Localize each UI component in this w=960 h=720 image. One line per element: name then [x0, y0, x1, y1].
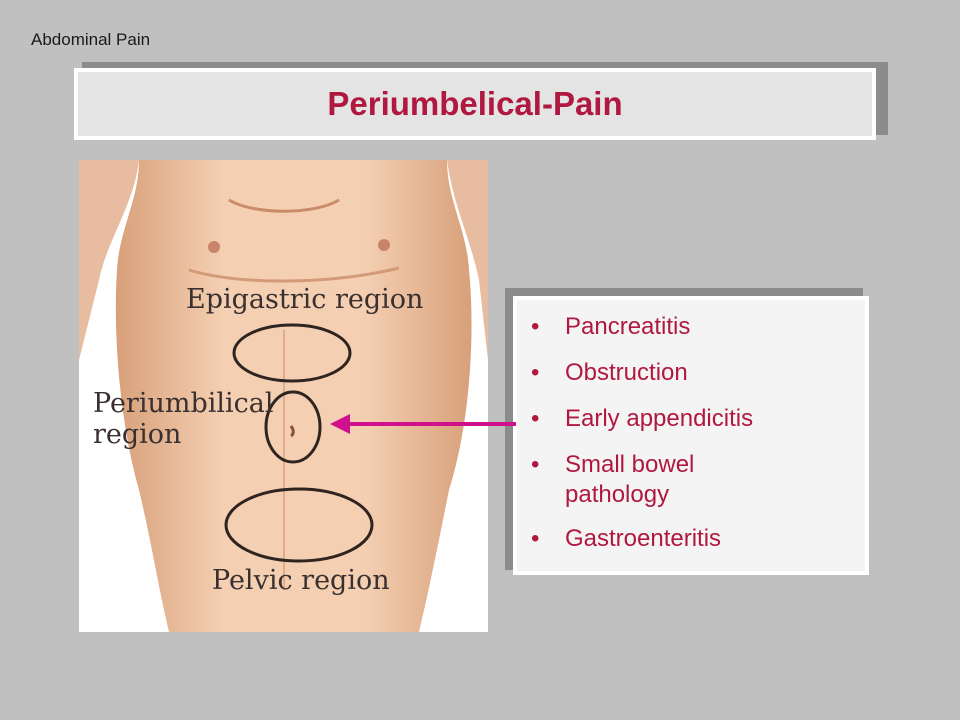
- list-item: • Early appendicitis: [517, 404, 865, 434]
- periumbilical-label-line1: Periumbilical: [93, 388, 274, 419]
- chest-line: [188, 266, 400, 283]
- epigastric-label-text: Epigastric region: [186, 284, 424, 315]
- slide-title: Periumbelical-Pain: [327, 85, 623, 122]
- pelvic-circle: [224, 487, 374, 563]
- causes-box: • Pancreatitis • Obstruction • Early append…: [513, 296, 869, 575]
- periumbilical-label: Periumbilical region: [93, 388, 274, 450]
- list-item-text: Pancreatitis: [565, 313, 691, 340]
- collarbone-line: [228, 198, 340, 213]
- title-inner: Periumbelical-Pain: [78, 72, 872, 136]
- bullet-icon: •: [531, 405, 540, 432]
- periumbilical-label-line2: region: [93, 419, 182, 450]
- causes-list: • Pancreatitis • Obstruction • Early append…: [517, 312, 865, 554]
- causes-inner: • Pancreatitis • Obstruction • Early append…: [517, 300, 865, 571]
- periumbilical-circle: [264, 390, 322, 464]
- pelvic-label-text: Pelvic region: [212, 565, 390, 596]
- slide-header-label: Abdominal Pain: [31, 30, 151, 49]
- left-nipple: [208, 241, 220, 253]
- torso-drawing: [79, 160, 488, 632]
- list-item: • Pancreatitis: [517, 312, 865, 342]
- list-item-text: Small bowel pathology: [565, 451, 695, 508]
- left-arm: [79, 160, 139, 360]
- list-item-text: Obstruction: [565, 359, 688, 386]
- epigastric-label: Epigastric region: [186, 284, 423, 315]
- list-item: • Gastroenteritis: [517, 524, 865, 554]
- torso-shape: [115, 160, 472, 632]
- bullet-icon: •: [531, 525, 540, 552]
- right-nipple: [378, 239, 390, 251]
- abdomen-illustration: Epigastric region Periumbilical region P…: [79, 160, 488, 632]
- epigastric-circle: [232, 323, 352, 383]
- list-item: • Obstruction: [517, 358, 865, 388]
- pelvic-label: Pelvic region: [212, 565, 390, 596]
- bullet-icon: •: [531, 313, 540, 340]
- bullet-icon: •: [531, 359, 540, 386]
- pointer-arrow-icon: [330, 414, 516, 434]
- list-item: • Small bowel pathology: [517, 450, 865, 510]
- bullet-icon: •: [531, 451, 540, 478]
- list-item-text: Early appendicitis: [565, 405, 754, 432]
- title-box: Periumbelical-Pain: [74, 68, 876, 140]
- right-arm: [447, 160, 488, 360]
- navel: [289, 425, 295, 438]
- list-item-text: Gastroenteritis: [565, 525, 722, 552]
